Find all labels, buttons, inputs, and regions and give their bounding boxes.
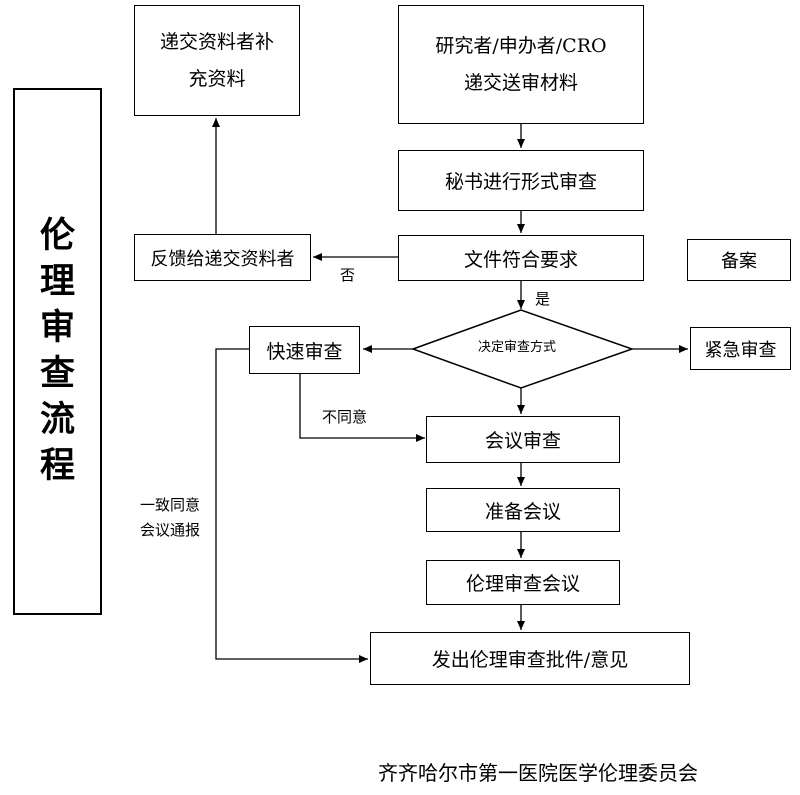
edge-label-agree-line2: 会议通报 bbox=[140, 521, 201, 539]
node-meeting-review: 会议审查 bbox=[426, 416, 620, 463]
node-issue-approval-label: 发出伦理审查批件/意见 bbox=[431, 649, 629, 671]
arrow-quick-to-issue bbox=[215, 348, 368, 663]
node-submit-line2: 递交送审材料 bbox=[463, 71, 578, 94]
node-supplement-line1: 递交资料者补 bbox=[159, 30, 274, 53]
node-filing-label: 备案 bbox=[721, 251, 757, 272]
node-supplement-line2: 充资料 bbox=[188, 67, 246, 90]
node-emergency-review-label: 紧急审查 bbox=[704, 339, 777, 361]
node-formal-review-label: 秘书进行形式审查 bbox=[444, 171, 597, 193]
node-formal-review: 秘书进行形式审查 bbox=[398, 150, 644, 211]
node-prepare-meeting-label: 准备会议 bbox=[484, 500, 561, 523]
edge-label-disagree: 不同意 bbox=[322, 408, 368, 426]
edge-label-agree-line1: 一致同意 bbox=[140, 496, 201, 514]
title-box: 伦 理 审 查 流 程 bbox=[13, 88, 102, 615]
node-quick-review-label: 快速审查 bbox=[266, 340, 343, 363]
node-decide-label: 决定审查方式 bbox=[478, 340, 557, 355]
decision-diamond bbox=[410, 309, 635, 389]
node-submit-materials: 研究者/申办者/CRO 递交送审材料 bbox=[398, 5, 644, 124]
node-emergency-review: 紧急审查 bbox=[690, 327, 791, 370]
node-issue-approval: 发出伦理审查批件/意见 bbox=[370, 632, 690, 685]
node-prepare-meeting: 准备会议 bbox=[426, 488, 620, 532]
node-supplement-materials: 递交资料者补 充资料 bbox=[134, 5, 300, 116]
node-meeting-review-label: 会议审查 bbox=[484, 430, 561, 452]
node-feedback: 反馈给递交资料者 bbox=[134, 234, 311, 281]
vertical-title: 伦 理 审 查 流 程 bbox=[40, 219, 75, 484]
title-char: 程 bbox=[39, 446, 75, 486]
node-quick-review: 快速审查 bbox=[249, 326, 360, 374]
edge-label-no: 否 bbox=[340, 266, 356, 284]
edge-label-yes: 是 bbox=[535, 290, 551, 308]
node-meets-requirements-label: 文件符合要求 bbox=[463, 248, 578, 271]
node-meets-requirements: 文件符合要求 bbox=[398, 235, 644, 281]
node-feedback-label: 反馈给递交资料者 bbox=[150, 248, 295, 270]
node-submit-line1: 研究者/申办者/CRO bbox=[435, 34, 607, 57]
arrow-quick-to-meeting bbox=[299, 374, 425, 442]
footer-organization: 齐齐哈尔市第一医院医学伦理委员会 bbox=[378, 761, 698, 785]
title-char: 理 bbox=[39, 262, 75, 302]
title-char: 查 bbox=[39, 354, 75, 394]
title-char: 审 bbox=[39, 308, 75, 348]
title-char: 流 bbox=[39, 400, 75, 440]
node-ethics-meeting: 伦理审查会议 bbox=[426, 560, 620, 605]
title-char: 伦 bbox=[39, 216, 75, 256]
node-filing: 备案 bbox=[687, 239, 791, 281]
node-ethics-meeting-label: 伦理审查会议 bbox=[465, 573, 580, 595]
